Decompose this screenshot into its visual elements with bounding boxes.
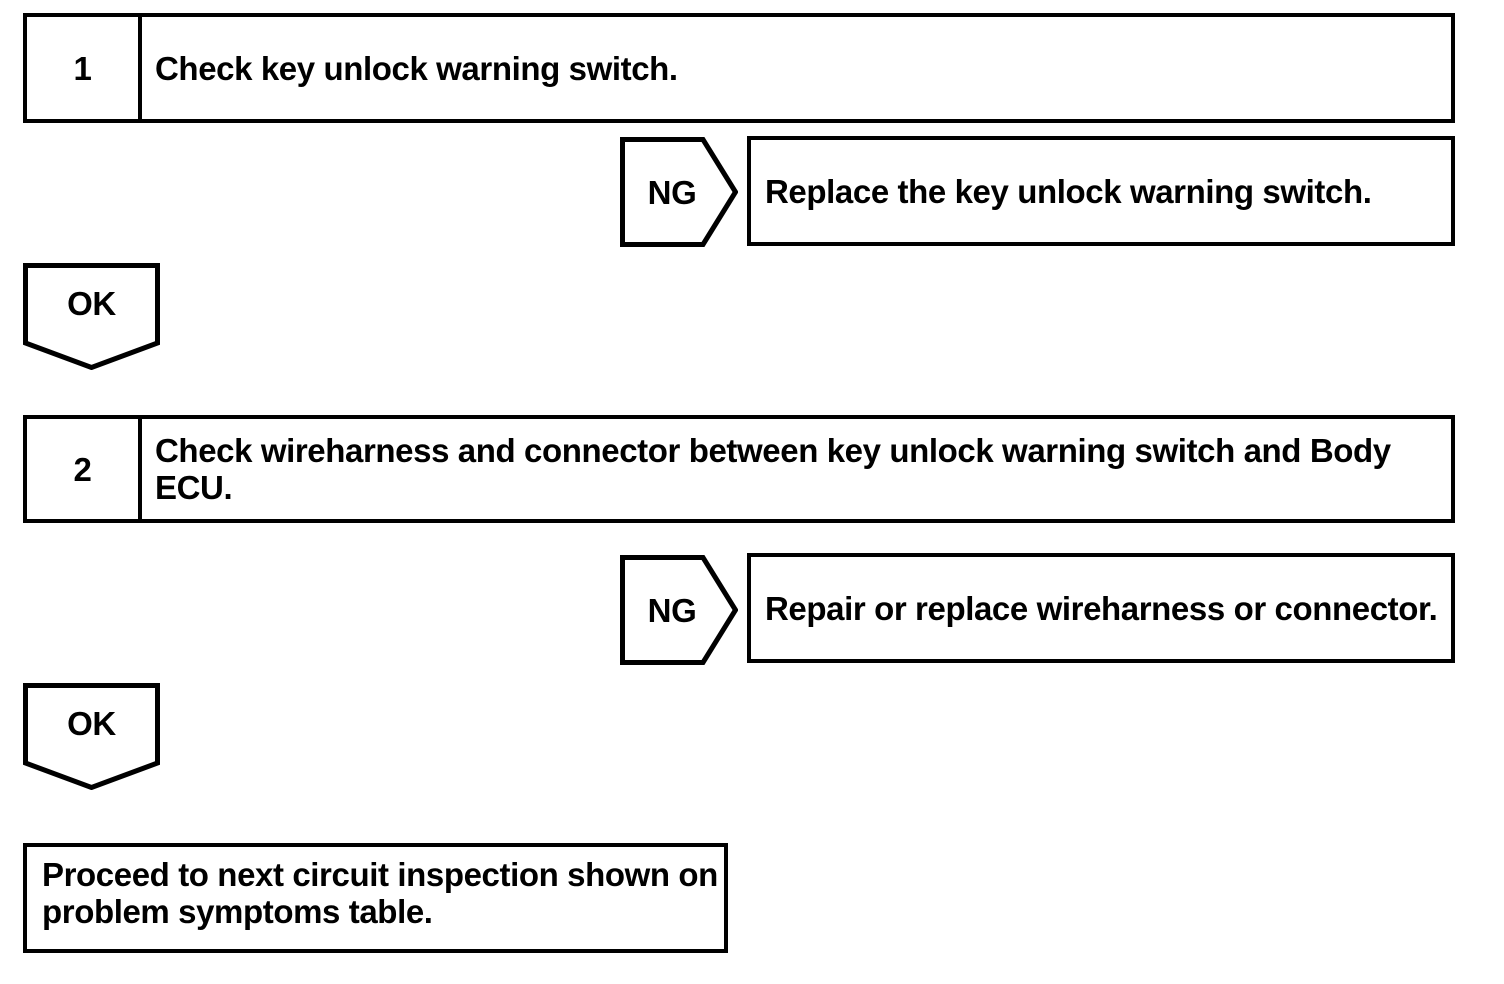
end-box: Proceed to next circuit inspection shown…	[23, 843, 728, 953]
step-1-instruction: Check key unlock warning switch.	[155, 49, 678, 87]
step-1-number: 1	[73, 49, 92, 87]
end-text: Proceed to next circuit inspection shown…	[42, 856, 718, 930]
step-2-ng-label: NG	[647, 591, 697, 629]
ng-right-arrow-shape	[620, 137, 738, 247]
step-1-ng-arrow: NG	[620, 137, 738, 247]
step-2-ok-label: OK	[67, 704, 116, 742]
step-1-instruction-cell: Check key unlock warning switch.	[142, 17, 1451, 119]
ok-down-arrow-shape	[23, 263, 160, 370]
step-2-number: 2	[73, 450, 92, 488]
step-1-ng-label: NG	[647, 173, 697, 211]
step-2-ng-action-box: Repair or replace wireharness or connect…	[747, 553, 1455, 663]
step-1-ng-action-text: Replace the key unlock warning switch.	[765, 172, 1372, 210]
step-2-instruction-cell: Check wireharness and connector between …	[142, 419, 1451, 519]
step-1-ng-action-box: Replace the key unlock warning switch.	[747, 136, 1455, 246]
step-2-ng-arrow: NG	[620, 555, 738, 665]
step-2-box: 2 Check wireharness and connector betwee…	[23, 415, 1455, 523]
step-1-ok-arrow: OK	[23, 263, 160, 370]
step-2-instruction: Check wireharness and connector between …	[155, 432, 1391, 506]
ok-down-arrow-shape	[23, 683, 160, 790]
step-2-ok-arrow: OK	[23, 683, 160, 790]
step-1-number-cell: 1	[27, 17, 142, 119]
step-2-number-cell: 2	[27, 419, 142, 519]
step-1-ok-label: OK	[67, 284, 116, 322]
step-2-ng-action-text: Repair or replace wireharness or connect…	[765, 589, 1438, 627]
ng-right-arrow-shape	[620, 555, 738, 665]
step-1-box: 1 Check key unlock warning switch.	[23, 13, 1455, 123]
